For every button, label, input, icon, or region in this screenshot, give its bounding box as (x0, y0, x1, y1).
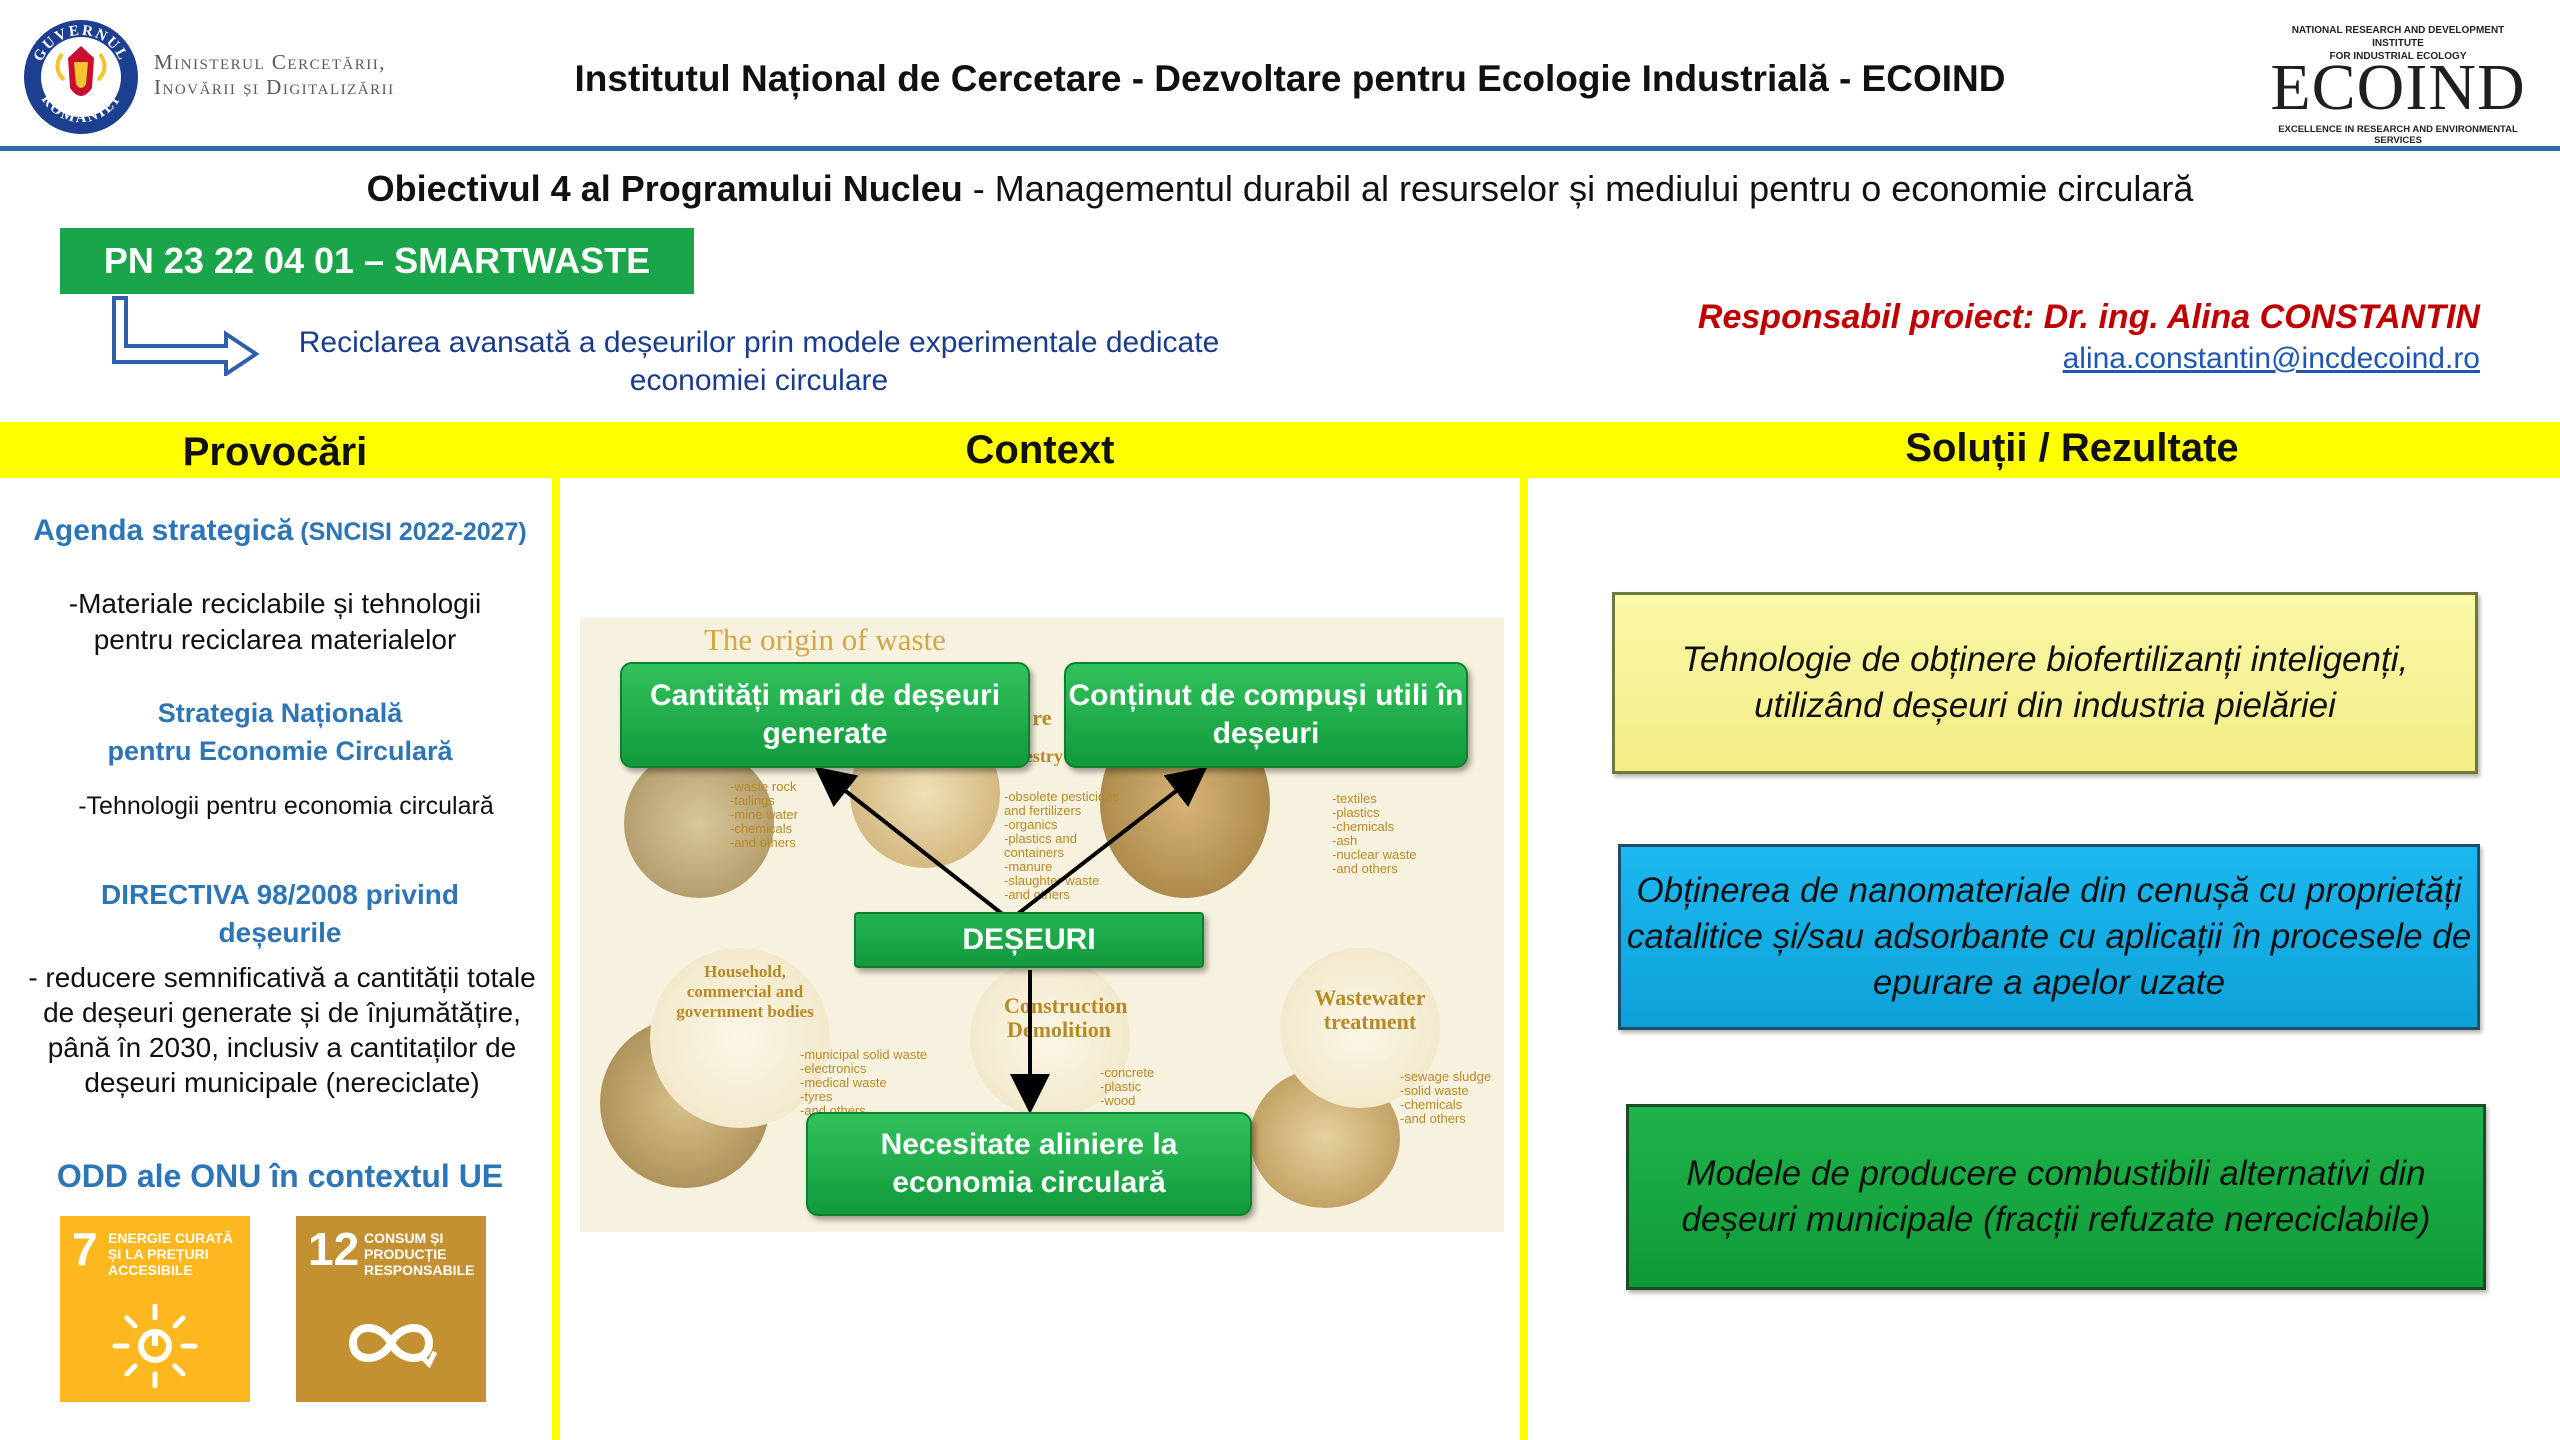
project-description: Reciclarea avansată a deșeurilor prin mo… (298, 326, 1220, 397)
mining-photo (624, 748, 774, 898)
construction-heading: Construction Demolition (1004, 993, 1128, 1042)
objective-rest: - Managementul durabil al resurselor și … (962, 168, 2194, 209)
bent-arrow-icon (112, 296, 260, 376)
responsible-email-link[interactable]: alina.constantin@incdecoind.ro (2062, 342, 2480, 375)
sdg-heading: ODD ale ONU în contextul UE (56, 1158, 504, 1194)
ministry-name: Ministerul Cercetării, Inovării și Digit… (154, 50, 395, 100)
ecoind-institute-caption: NATIONAL RESEARCH AND DEVELOPMENT INSTIT… (2268, 24, 2528, 63)
ministry-name-line1: Ministerul Cercetării, (154, 50, 386, 74)
waste-origin-title: The origin of waste (704, 622, 946, 657)
infinity-loop-icon (348, 1324, 438, 1369)
sdg-12-tile: 12 CONSUM ȘI PRODUCȚIE RESPONSABILE (296, 1216, 486, 1402)
wastewater-bubble (1280, 948, 1440, 1108)
wastewater-heading: Wastewater treatment (1314, 985, 1426, 1034)
wastewater-list: -sewage sludge-solid waste-chemicals-and… (1400, 1069, 1492, 1126)
column-title-context: Context (965, 428, 1115, 472)
strategy-text: -Tehnologii pentru economia circulară (78, 792, 494, 820)
sun-power-icon (112, 1303, 198, 1388)
agenda-heading-years: (SNCISI 2022-2027) (293, 518, 527, 546)
solution-alternative-fuels: Modele de producere combustibili alterna… (1626, 1104, 2486, 1290)
flow-arrows (814, 766, 1208, 1114)
directive-heading-line1: DIRECTIVA 98/2008 privind (101, 879, 459, 910)
solution-biofertilizers: Tehnologie de obținere biofertilizanți i… (1612, 592, 2478, 774)
construction-bubble (970, 958, 1130, 1118)
column-divider-1 (552, 478, 560, 1440)
arrow-to-large-quantities (814, 766, 1012, 922)
household-bubble (650, 948, 830, 1128)
header-divider (0, 146, 2560, 151)
sdg-7-label: ENERGIE CURATĂ ȘI LA PREȚURI ACCESIBILE (108, 1230, 233, 1278)
ecoind-caption-line1: NATIONAL RESEARCH AND DEVELOPMENT INSTIT… (2291, 25, 2505, 49)
ministry-name-line2: Inovării și Digitalizării (154, 75, 395, 99)
program-objective: Obiectivul 4 al Programului Nucleu - Man… (0, 168, 2560, 210)
column-title-solutions: Soluții / Rezultate (1905, 426, 2239, 470)
directive-text: - reducere semnificativă a cantității to… (28, 962, 536, 1098)
agriculture-heading-fragment: re (1032, 705, 1052, 730)
strategy-heading: Strategia Națională pentru Economie Circ… (0, 694, 560, 770)
project-code-badge: PN 23 22 04 01 – SMARTWASTE (60, 228, 694, 294)
construction-list: -concrete-plastic-wood (1100, 1065, 1155, 1108)
sdg-12-label: CONSUM ȘI PRODUCȚIE RESPONSABILE (364, 1230, 475, 1278)
column-title-challenges: Provocări (182, 430, 368, 474)
industry-list: -textiles-plastics-chemicals-ash-nuclear… (1332, 791, 1417, 876)
strategy-heading-line1: Strategia Națională (157, 698, 403, 728)
agenda-text: -Materiale reciclabile și tehnologii pen… (68, 588, 482, 655)
strategy-heading-line2: pentru Economie Circulară (107, 736, 453, 766)
agenda-heading: Agenda strategică (SNCISI 2022-2027) (0, 514, 560, 548)
sdg-12-number: 12 (308, 1223, 360, 1275)
ecoind-caption-line2: FOR INDUSTRIAL ECOLOGY (2329, 51, 2467, 62)
directive-heading-line2: deșeurile (218, 917, 342, 948)
column-header-band (0, 422, 2560, 478)
waste-central-box: DEȘEURI (854, 912, 1204, 968)
household-heading: Household, commercial and government bod… (676, 962, 814, 1021)
ecoind-tagline: EXCELLENCE IN RESEARCH AND ENVIRONMENTAL… (2278, 124, 2518, 146)
directive-heading: DIRECTIVA 98/2008 privind deșeurile (0, 876, 560, 952)
column-divider-2 (1520, 478, 1528, 1440)
mining-list: -waste rock-tailings-mine water-chemical… (730, 779, 798, 850)
ecoind-logo: ECOIND (2270, 51, 2526, 124)
large-waste-quantities-box: Cantități mari de deșeuri generate (620, 662, 1030, 768)
arrow-to-useful-content (1008, 766, 1208, 922)
agenda-heading-main: Agenda strategică (33, 514, 294, 547)
institute-title: Institutul Național de Cercetare - Dezvo… (574, 58, 2006, 99)
solution-nanomaterials: Obținerea de nanomateriale din cenușă cu… (1618, 844, 2480, 1030)
circular-economy-alignment-box: Necesitate aliniere la economia circular… (806, 1112, 1252, 1216)
sdg-7-number: 7 (72, 1223, 98, 1275)
sdg-7-tile: 7 ENERGIE CURATĂ ȘI LA PREȚURI ACCESIBIL… (60, 1216, 250, 1402)
project-responsible: Responsabil proiect: Dr. ing. Alina CONS… (1697, 298, 2480, 336)
useful-compounds-box: Conținut de compuși utili în deșeuri (1064, 662, 1468, 768)
objective-bold: Obiectivul 4 al Programului Nucleu (366, 168, 963, 209)
government-seal-icon: GUVERNUL ROMÂNIEI (24, 20, 138, 134)
